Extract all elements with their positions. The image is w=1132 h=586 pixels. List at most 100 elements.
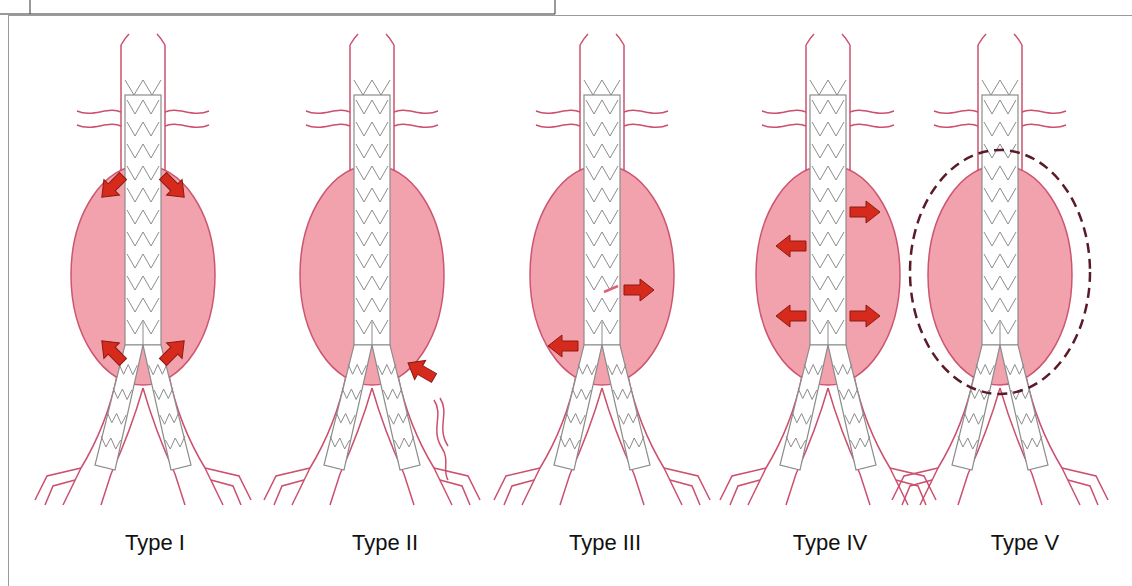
lumbar-artery [440,398,448,446]
aorta-wall [849,45,851,171]
stent-wire [812,210,844,224]
stent-graft-limb [1000,345,1048,470]
stent-wire [348,364,366,375]
stent-graft-body [584,95,620,345]
stent-wire [792,412,811,424]
stent-wire [356,210,388,224]
stent-wire [608,364,626,375]
type-label: Type IV [790,530,871,556]
iliac-artery [45,480,75,505]
stent-wire [586,210,618,224]
endoleak-panel [494,34,710,505]
stent-graft-limb [780,345,828,470]
stent-wire [127,276,159,290]
renal-artery [77,110,121,113]
stent-wire [586,166,618,180]
renal-artery [536,110,580,113]
stent-wire [356,254,388,268]
stent-wire [394,436,414,449]
aorta-wall [393,45,395,171]
leak-arrow [155,333,192,370]
leak-arrow [776,305,806,327]
stent-wire [613,388,632,400]
stent-wire [127,232,159,246]
stent-wire [812,144,844,158]
stent-wire [984,254,1016,268]
stent-wire [165,436,185,449]
stent-wire [572,388,591,400]
endoleak-panel [720,34,936,505]
stent-wire [586,298,618,312]
aorta-wall [120,45,122,171]
stent-graft-limb [828,345,876,470]
stent-wire [586,144,618,158]
stent-wire [101,436,121,449]
renal-artery [165,110,209,113]
renal-artery [762,110,806,113]
stent-wire [107,412,126,424]
stent-wire [330,436,350,449]
stent-wire [356,298,388,312]
graft-gate [828,322,829,345]
stent-wire [356,232,388,246]
stent-wire [578,364,596,375]
leak-arrow [850,305,880,327]
stent-wire [984,166,1016,180]
table-edge [0,14,555,15]
leak-arrow [155,168,192,205]
iliac-artery [274,480,304,505]
aorta-wall [805,45,807,171]
stent-wire [984,232,1016,246]
leak-arrow [850,201,880,223]
renal-artery [1022,110,1066,113]
stent-wire [984,122,1016,136]
endoleak-panel [35,34,251,505]
iliac-artery [1068,480,1098,505]
stent-wire [160,412,179,424]
stent-wire [127,210,159,224]
stent-wire [127,122,159,136]
stent-wire [812,232,844,246]
stent-wire [356,100,388,114]
stent-wire [586,188,618,202]
stent-wire [125,80,161,95]
stent-wire [812,188,844,202]
renal-artery [165,124,209,127]
stent-wire [812,166,844,180]
stent-wire [336,412,355,424]
stent-wire [566,412,585,424]
stent-wire [1006,364,1024,375]
stent-wire [127,166,159,180]
stent-wire [113,388,132,400]
iliac-artery [211,480,241,505]
stent-wire [984,100,1016,114]
graft-gate [602,322,603,345]
stent-wire [798,388,817,400]
stent-graft-body [982,95,1018,345]
graft-gate [372,322,373,345]
lumbar-artery [434,400,448,480]
stent-wire [356,144,388,158]
stent-wire [127,298,159,312]
stent-graft-body [354,95,390,345]
stent-wire [149,364,167,375]
renal-artery [850,110,894,113]
graft-gate [1000,322,1001,345]
stent-wire [127,144,159,158]
stent-wire [127,100,159,114]
stent-wire [354,80,390,95]
stent-wire [845,412,864,424]
renal-artery [762,124,806,127]
stent-wire [383,388,402,400]
type-label: Type II [349,530,421,556]
aorta-wall [579,45,581,171]
stent-wire [378,364,396,375]
stent-wire [586,122,618,136]
aorta-wall [164,45,166,171]
stent-wire [1022,436,1042,449]
aorta-wall [616,34,624,45]
aorta-wall [386,34,394,45]
iliac-artery [670,480,700,505]
stent-wire [812,276,844,290]
